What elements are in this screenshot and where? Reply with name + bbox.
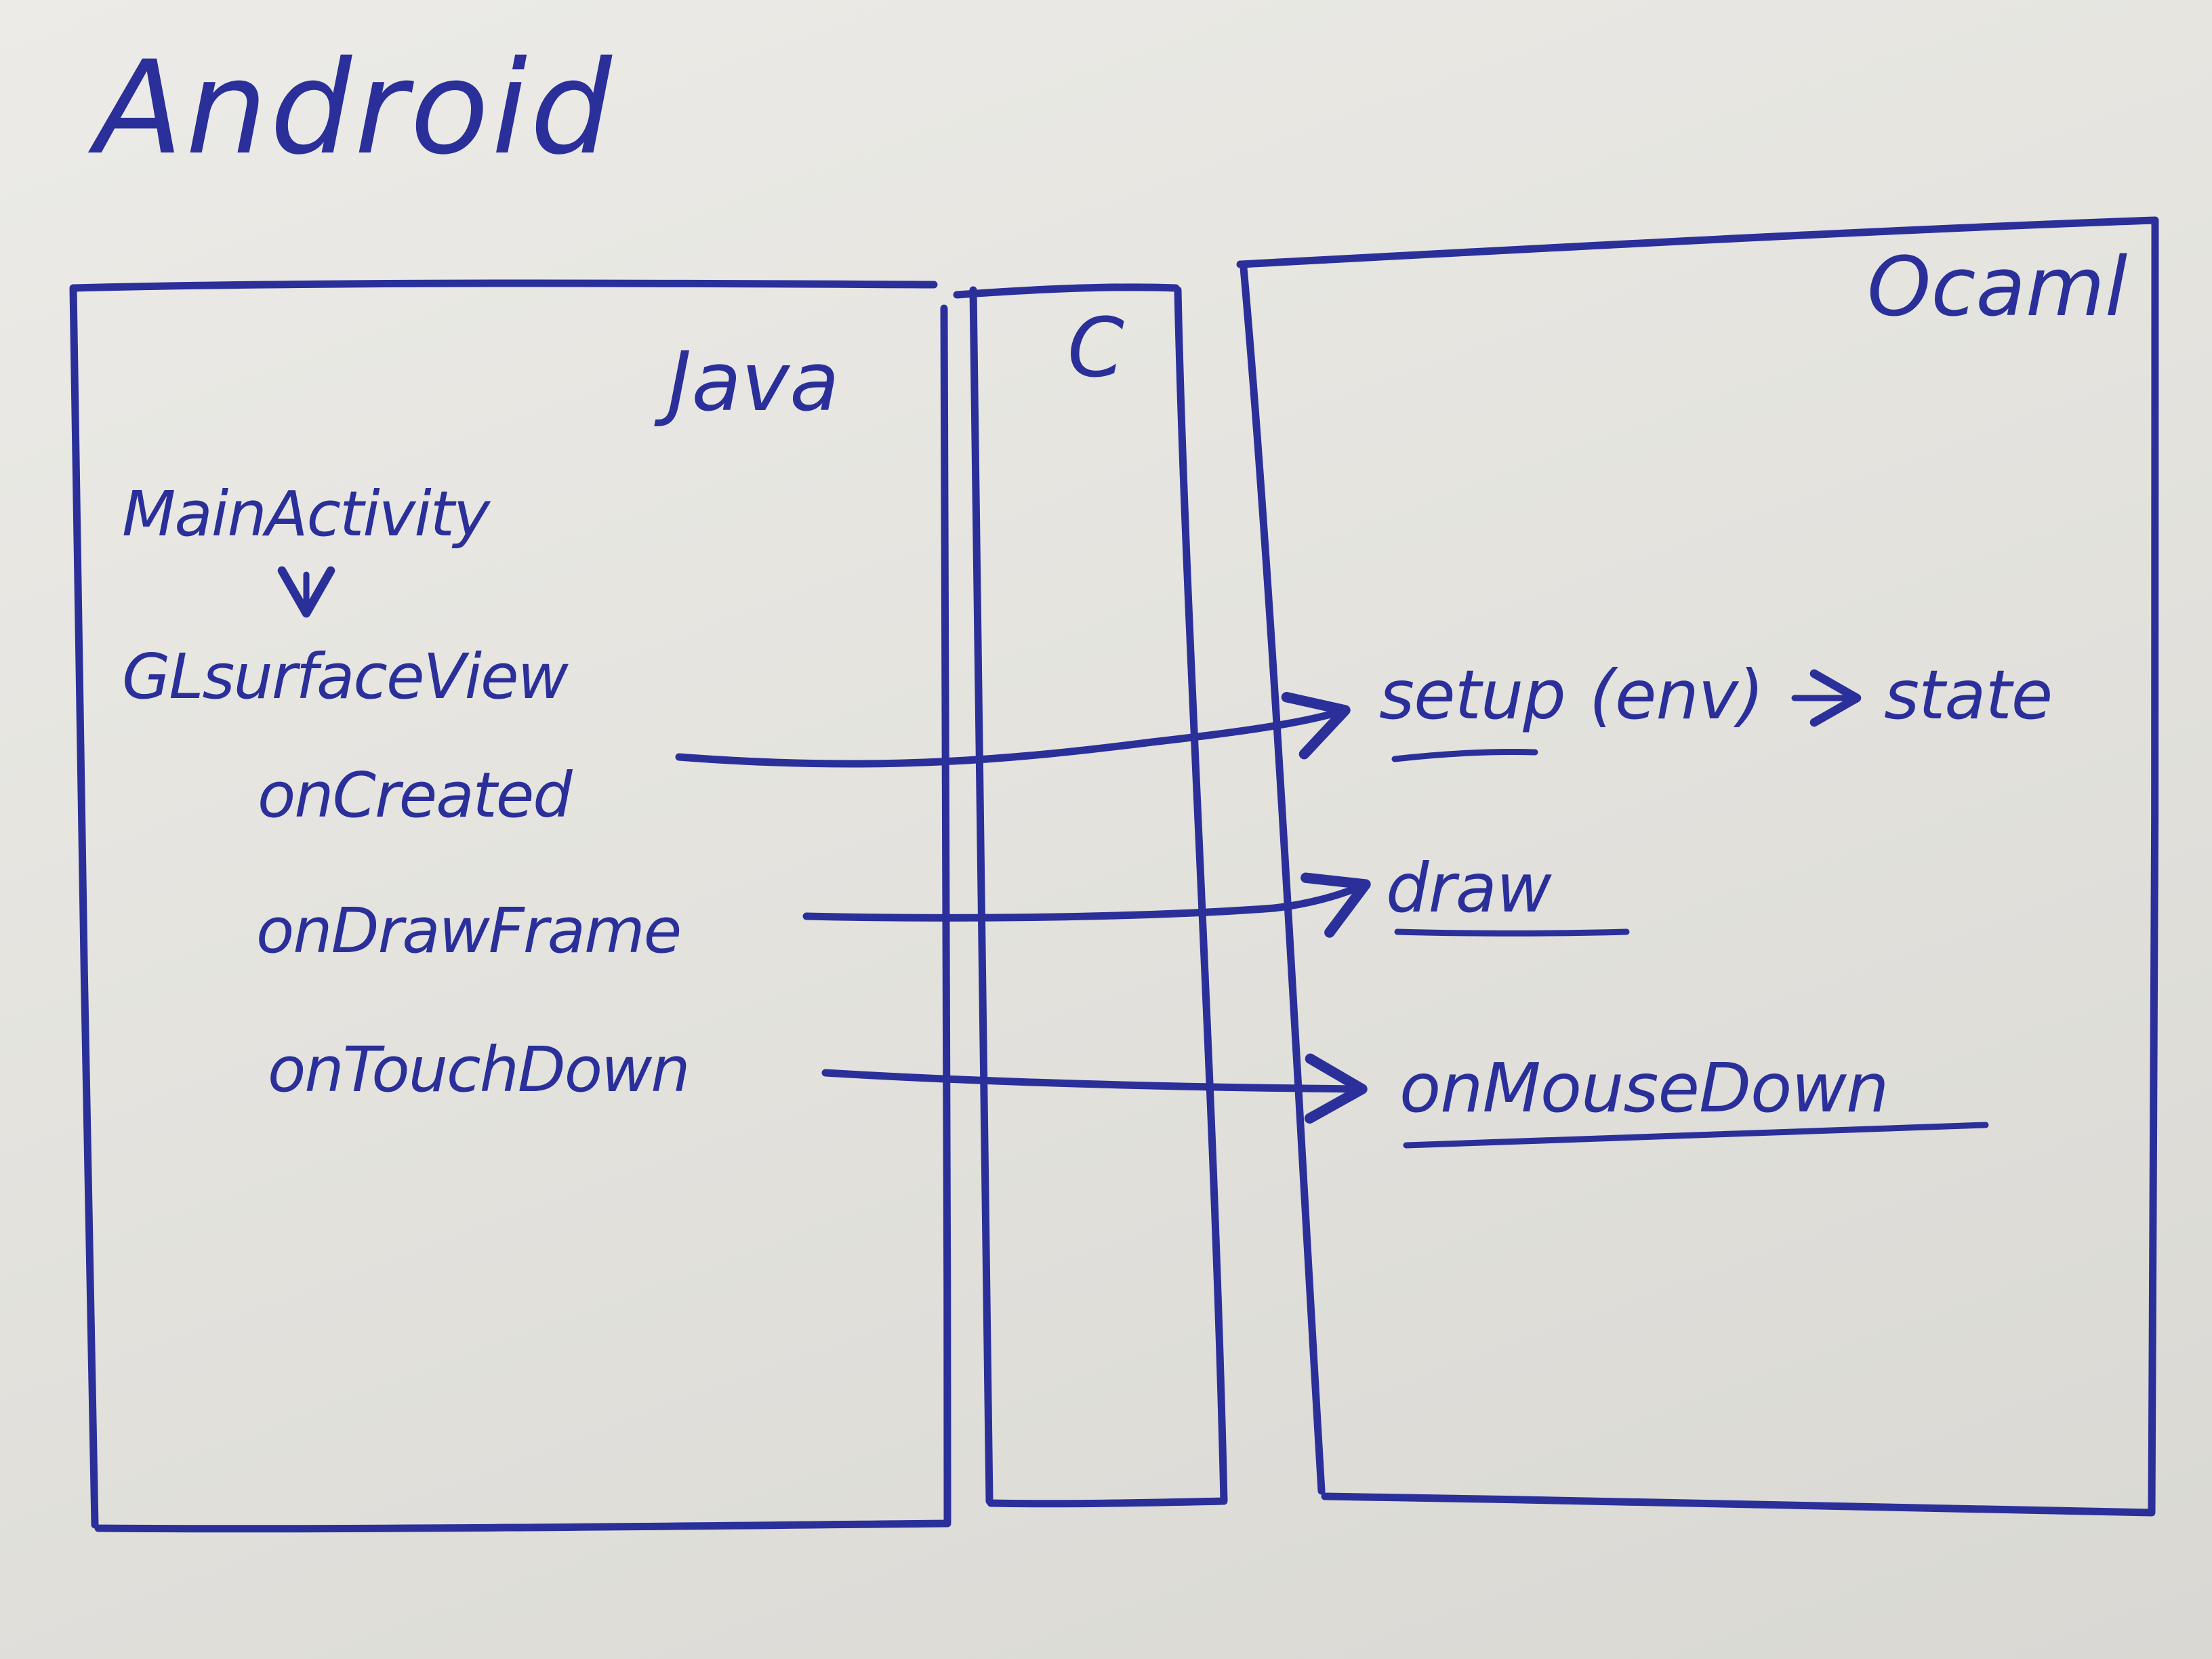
- on-mouse-down-underline: [1403, 1122, 1989, 1149]
- java-layer-box: [69, 279, 951, 1533]
- on-created-label: onCreated: [258, 759, 573, 832]
- arrow-oncreated-to-setup: [675, 691, 1351, 768]
- main-activity-label: MainActivity: [122, 478, 491, 550]
- java-label: Java: [654, 335, 839, 430]
- c-layer-box: [953, 283, 1228, 1508]
- state-label: state: [1884, 655, 2052, 735]
- setup-label: setup: [1379, 655, 1565, 735]
- on-touch-down-label: onTouchDown: [268, 1033, 689, 1106]
- on-mouse-down-label: onMouseDown: [1399, 1048, 1888, 1128]
- draw-underline: [1394, 928, 1630, 937]
- ocaml-label: Ocaml: [1867, 241, 2127, 335]
- c-label: C: [1067, 302, 1124, 396]
- setup-args-label: (env): [1589, 655, 1763, 735]
- gl-surface-view-label: GLsurfaceView: [122, 640, 569, 713]
- setup-underline: [1391, 749, 1538, 762]
- ocaml-layer-box: [1236, 216, 2160, 1517]
- diagram-title: Android: [87, 33, 615, 183]
- on-draw-frame-label: onDrawFrame: [256, 895, 680, 967]
- arrow-ondrawframe-to-draw: [802, 872, 1371, 938]
- draw-label: draw: [1386, 848, 1552, 928]
- arrow-ontouchdown-to-onmousedown: [821, 1053, 1368, 1124]
